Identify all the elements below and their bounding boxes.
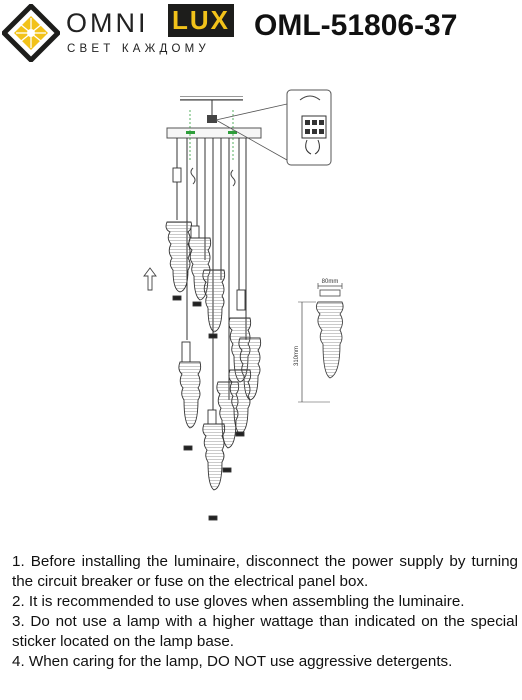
luminaire-drawing: 80mm 310mm — [143, 89, 344, 521]
wiring-callout — [215, 89, 332, 166]
brand-tagline: СВЕТ КАЖДОМУ — [67, 43, 210, 55]
mount-screw — [207, 115, 217, 123]
pendant-lamps — [165, 167, 262, 521]
dimension-detail: 80mm 310mm — [294, 279, 344, 403]
width-dimension-label: 80mm — [322, 279, 339, 285]
height-dimension-label: 310mm — [294, 346, 300, 366]
brand-name-lux: LUX — [168, 4, 234, 37]
instruction-item: 2. It is recommended to use gloves when … — [12, 593, 465, 610]
ceiling-hatch — [180, 96, 243, 101]
model-number: OML-51806-37 — [254, 9, 458, 42]
header: OMNI LUX СВЕТ КАЖДОМУ OML-51806-37 — [0, 0, 522, 70]
canopy-screws — [186, 131, 237, 134]
instruction-item: 3. Do not use a lamp with a higher watta… — [12, 613, 518, 650]
brand-name-omni: OMNI — [66, 8, 149, 38]
up-arrow-icon — [143, 267, 157, 291]
instruction-item: 4. When caring for the lamp, DO NOT use … — [12, 653, 453, 670]
instruction-item: 1. Before installing the luminaire, disc… — [12, 553, 518, 590]
canopy — [166, 127, 262, 139]
screw-guides — [189, 110, 234, 160]
hook-icon — [190, 167, 236, 187]
instructions-list: 1. Before installing the luminaire, disc… — [12, 552, 518, 672]
omnilux-logo-icon — [2, 4, 60, 62]
